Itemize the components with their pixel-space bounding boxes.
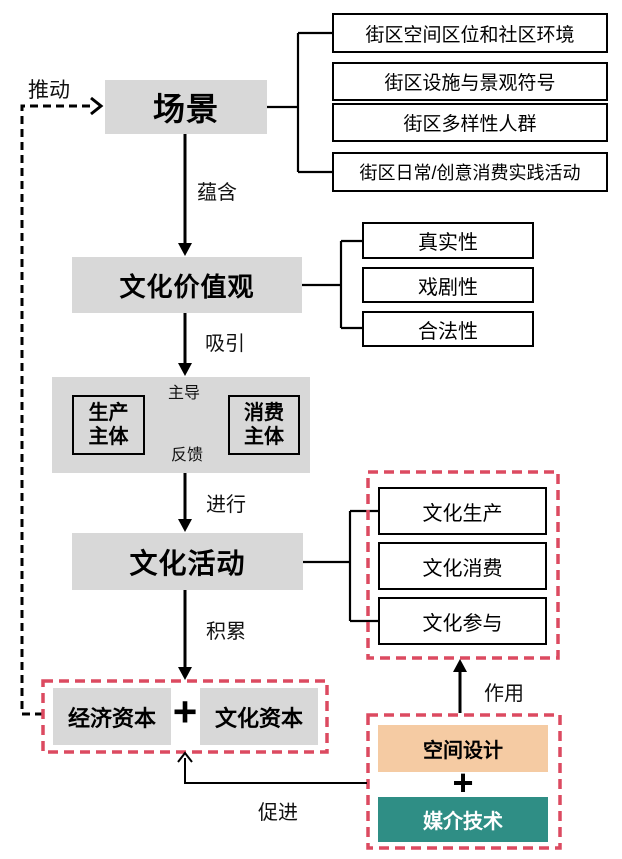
value-dimension-3: 合法性 [362,311,534,347]
node-space-design: 空间设计 [378,725,548,772]
consumer-line2: 主体 [244,426,284,448]
edge-label-attract: 吸引 [205,333,245,355]
edge-label-lead: 主导 [168,385,201,402]
node-cultural-activity: 文化活动 [72,533,303,590]
producer-line2: 主体 [88,426,129,448]
value-dimension-1: 真实性 [362,222,534,259]
scene-feature-2: 街区设施与景观符号 [332,62,608,101]
activity-form-3: 文化参与 [378,597,547,645]
edge-label-accumulate: 积累 [206,621,246,643]
edge-label-act-on: 作用 [484,683,524,705]
edge-label-conduct: 进行 [206,494,246,516]
activity-forms-dashed-frame [366,470,560,660]
arrow-facilitate-shaft [184,758,367,784]
edge-label-promote: 推动 [28,79,70,102]
consumer-line1: 消费 [244,402,284,424]
arrow-accumulate-head-icon [178,667,192,680]
values-dimensions-bracket [302,239,362,330]
arrow-act-on-head-icon [453,659,467,672]
design-tech-plus-sign: + [452,762,474,803]
arrow-conduct-head-icon [178,519,192,532]
node-media-technology: 媒介技术 [378,797,548,842]
producer-line1: 生产 [88,402,129,424]
node-economic-capital: 经济资本 [53,688,171,745]
capital-plus-sign: + [172,688,198,735]
feedback-arrowhead-icon [90,96,104,116]
design-tech-dashed-frame [366,713,562,850]
node-cultural-capital: 文化资本 [200,688,318,745]
node-consumer: 消费 主体 [228,395,300,455]
arrow-contain-head-icon [178,243,192,256]
edge-label-contain: 蕴含 [197,182,237,204]
activity-forms-bracket [303,509,378,623]
feedback-dashed-line [20,104,90,716]
activity-form-1: 文化生产 [378,487,547,535]
arrow-attract-head-icon [178,363,192,376]
scene-feature-4: 街区日常/创意消费实践活动 [332,152,608,192]
node-scene: 场景 [105,80,267,134]
node-producer: 生产 主体 [72,395,145,455]
arrow-facilitate-head-icon [177,751,193,763]
value-dimension-2: 戏剧性 [362,267,534,303]
scene-feature-3: 街区多样性人群 [332,103,608,142]
edge-label-facilitate: 促进 [258,802,298,824]
activity-form-2: 文化消费 [378,542,547,590]
scene-feature-1: 街区空间区位和社区环境 [332,13,608,53]
edge-label-feedback: 反馈 [171,447,204,464]
scene-features-bracket [267,31,332,174]
node-cultural-values: 文化价值观 [72,257,302,313]
